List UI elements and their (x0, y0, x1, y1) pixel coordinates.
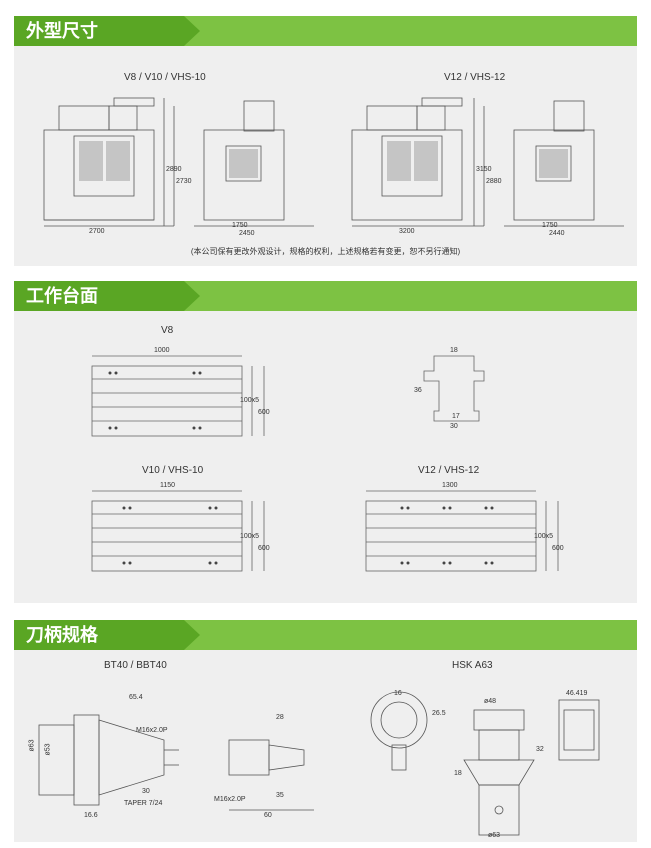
bt-l30: 30 (142, 788, 150, 795)
hsk-l16: 16 (394, 690, 402, 697)
knob-l60: 60 (264, 812, 272, 819)
knob-l28: 28 (276, 714, 284, 721)
section-header: 工作台面 (14, 281, 637, 311)
bt-l166: 16.6 (84, 812, 98, 819)
disclaimer-note: (本公司保有更改外观设计，规格的权利，上述规格若有变更，恕不另行通知) (190, 247, 461, 256)
section-dimensions: 外型尺寸 V8 / V10 / VHS-10 V12 / VHS-12 (14, 16, 637, 266)
left-dim-w3: 2450 (239, 230, 255, 237)
v10-length: 1150 (160, 482, 176, 489)
hsk-l26: 26.5 (432, 710, 446, 717)
v12-length: 1300 (442, 482, 458, 489)
dimensions-panel: V8 / V10 / VHS-10 V12 / VHS-12 (14, 46, 637, 266)
left-dim-h1: 2890 (166, 166, 182, 173)
tslot-a: 18 (450, 347, 458, 354)
left-dim-w1: 2700 (89, 228, 105, 235)
hsk-l46: 46.419 (566, 690, 588, 697)
section-title: 外型尺寸 (14, 16, 200, 46)
section-header: 刀柄规格 (14, 620, 637, 650)
bt-d63: ø63 (28, 739, 36, 752)
right-dim-w1: 3200 (399, 228, 415, 235)
caption-v10: V10 / VHS-10 (142, 465, 204, 476)
v12-height: 600 (552, 545, 564, 552)
machine-outline-drawings (43, 97, 624, 227)
section-table: 工作台面 V8 V10 / VHS-10 V12 / VHS-12 (14, 281, 637, 603)
tslot-d: 30 (450, 423, 458, 430)
section-header: 外型尺寸 (14, 16, 637, 46)
right-dim-w3: 2440 (549, 230, 565, 237)
hsk-d63: ø63 (488, 832, 501, 839)
caption-hsk: HSK A63 (452, 660, 493, 671)
knob-m16: M16x2.0P (214, 796, 246, 803)
table-drawings (91, 355, 559, 572)
v10-slot: 100x5 (240, 533, 260, 540)
section-title: 刀柄规格 (14, 620, 200, 650)
tool-holder-drawings (38, 691, 600, 836)
knob-l35: 35 (276, 792, 284, 799)
bt-l65: 65.4 (129, 694, 143, 701)
tslot-b: 36 (414, 387, 422, 394)
hsk-l18: 18 (454, 770, 462, 777)
caption-right: V12 / VHS-12 (444, 72, 506, 83)
section-tool: 刀柄规格 BT40 / BBT40 HSK A63 (14, 620, 637, 842)
v12-slot: 100x5 (534, 533, 554, 540)
left-dim-h2: 2730 (176, 178, 192, 185)
v10-height: 600 (258, 545, 270, 552)
caption-v8: V8 (161, 325, 174, 336)
tslot-c: 17 (452, 413, 460, 420)
caption-v12: V12 / VHS-12 (418, 465, 480, 476)
section-title: 工作台面 (14, 281, 200, 311)
v8-slot: 100x5 (240, 397, 260, 404)
hsk-d48: ø48 (484, 698, 497, 705)
right-dim-w2: 1750 (542, 222, 558, 229)
bt-m16: M16x2.0P (136, 727, 168, 734)
right-dim-h1: 3150 (476, 166, 492, 173)
bt-taper: TAPER 7/24 (124, 800, 163, 807)
left-dim-w2: 1750 (232, 222, 248, 229)
bt-d53: ø53 (44, 743, 52, 756)
v8-length: 1000 (154, 347, 170, 354)
caption-bt40: BT40 / BBT40 (104, 660, 167, 671)
hsk-l32: 32 (536, 746, 544, 753)
caption-left: V8 / V10 / VHS-10 (124, 72, 206, 83)
v8-height: 600 (258, 409, 270, 416)
tool-panel: BT40 / BBT40 HSK A63 (14, 650, 637, 842)
table-panel: V8 V10 / VHS-10 V12 / VHS-12 (14, 311, 637, 603)
right-dim-h2: 2880 (486, 178, 502, 185)
